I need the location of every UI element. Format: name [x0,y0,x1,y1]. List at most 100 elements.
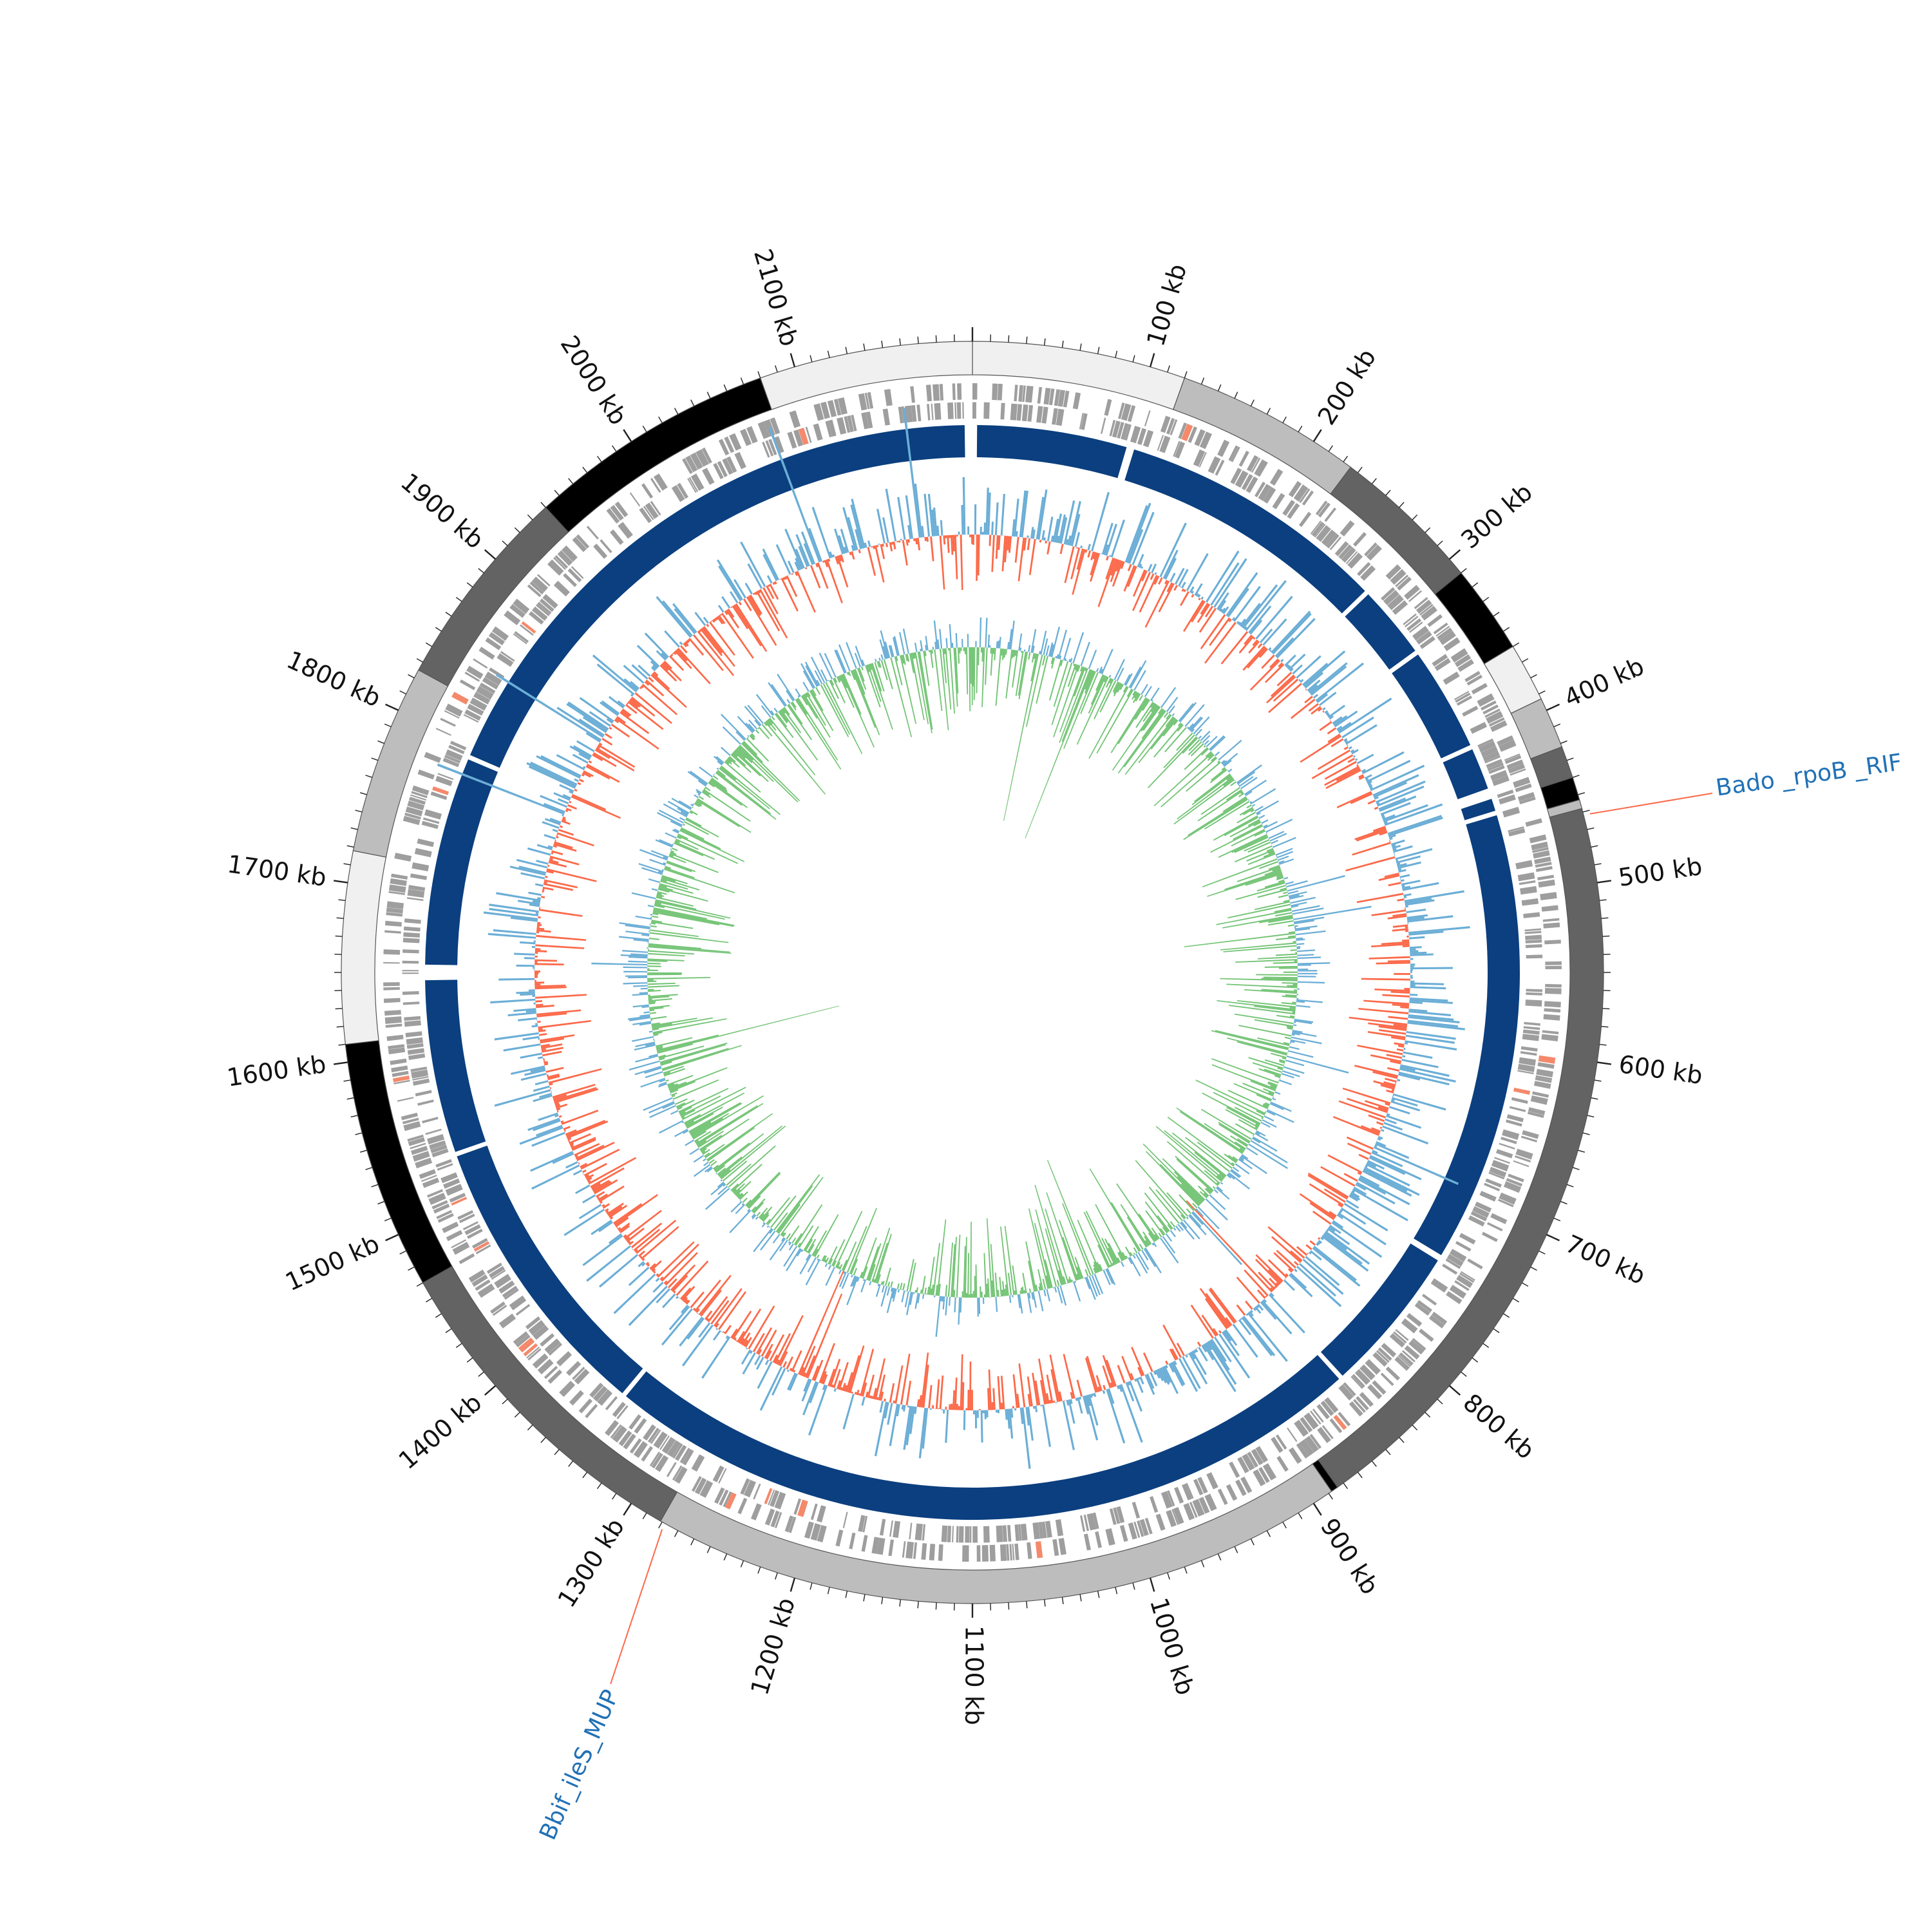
track-bar [616,1226,618,1229]
track-bar [526,1010,536,1013]
track-bar [897,497,906,540]
track-bar [1173,585,1179,591]
track-bar [1319,721,1332,732]
track-bar [988,1369,992,1410]
track-bar [1387,815,1442,835]
track-bar [1396,1048,1404,1052]
scale-tick [466,582,473,588]
track-bar [945,1409,949,1443]
track-bar [1363,999,1410,1005]
gene-block [1300,1417,1313,1433]
scale-tick [1079,343,1082,351]
gene-block [567,568,582,583]
scale-tick [1097,1591,1100,1598]
gene-block [1303,1412,1319,1430]
track-bar [638,863,664,873]
track-bar [1287,924,1294,927]
track-bar [1334,710,1358,728]
track-bar [670,850,675,853]
track-bar [965,647,969,694]
track-bar [905,1406,914,1446]
gene-block [540,1333,555,1347]
track-bar [607,1206,623,1217]
track-bar [672,843,674,846]
gene-block [1487,1222,1503,1232]
track-bar [668,1081,687,1090]
gene-block [390,878,407,886]
track-bar [1213,1092,1264,1119]
track-bar [976,535,978,581]
alignment-block [425,980,486,1152]
track-bar [683,823,685,826]
track-bar [843,1271,846,1274]
track-bar [670,820,683,828]
gene-block [1349,1401,1363,1417]
track-bar [1254,1019,1294,1027]
track-bar [1278,662,1283,668]
gene-block [1404,616,1419,628]
track-bar [1201,1314,1217,1337]
gene-block [1159,435,1171,453]
gene-block [1414,597,1428,609]
track-bar [516,858,548,869]
track-bar [800,695,808,706]
gene-block [1197,1477,1208,1494]
gene-block [1081,413,1088,430]
scale-tick [1115,350,1118,358]
track-bar [658,871,663,874]
track-bar [1289,895,1304,900]
track-bar [717,1181,724,1188]
gene-block [1056,408,1065,426]
gene-block [866,411,873,429]
track-bar [1394,1042,1405,1046]
track-bar [1231,617,1236,621]
gene-block [411,1069,429,1079]
gene-block [1092,1512,1099,1530]
gene-block [1352,532,1367,547]
track-bar [557,798,569,804]
track-bar [1037,489,1048,540]
track-bar [1013,650,1016,658]
track-bar [1116,667,1124,682]
track-bar [1186,1353,1189,1356]
scale-tick [355,810,363,813]
track-bar [522,1036,540,1041]
track-bar [1062,1400,1075,1450]
gene-block [513,1331,529,1345]
track-bar [535,974,538,976]
track-bar [1345,1199,1359,1209]
track-bar [735,1204,746,1215]
gene-block [1173,1507,1184,1524]
track-bar [1239,1148,1245,1152]
track-bar [662,1045,742,1072]
track-bar [1238,784,1240,786]
track-bar [949,624,952,649]
track-bar [804,1238,813,1252]
track-bar [742,1352,756,1375]
track-bar [1353,755,1356,758]
track-bar [1289,894,1300,898]
track-bar [942,1296,944,1302]
track-bar [817,562,829,589]
track-bar [854,1392,857,1395]
track-bar [543,883,574,891]
gene-block [475,1279,491,1291]
track-bar [1386,1115,1422,1129]
track-bar [1253,1307,1256,1311]
track-bar [701,627,723,654]
track-bar [568,1140,571,1142]
track-bar [574,1142,600,1157]
gene-block [1427,614,1443,627]
track-bar [1062,1203,1092,1276]
track-bar [1102,1365,1112,1388]
track-bar [535,1000,542,1003]
track-bar [787,560,795,573]
track-bar [977,1297,979,1317]
gene-block [1524,1021,1540,1026]
track-bar [540,1043,563,1049]
track-bar [725,1335,729,1340]
track-bar [1095,1375,1103,1392]
track-bar [655,839,673,848]
gene-block [723,1491,732,1508]
track-bar [1343,738,1348,742]
